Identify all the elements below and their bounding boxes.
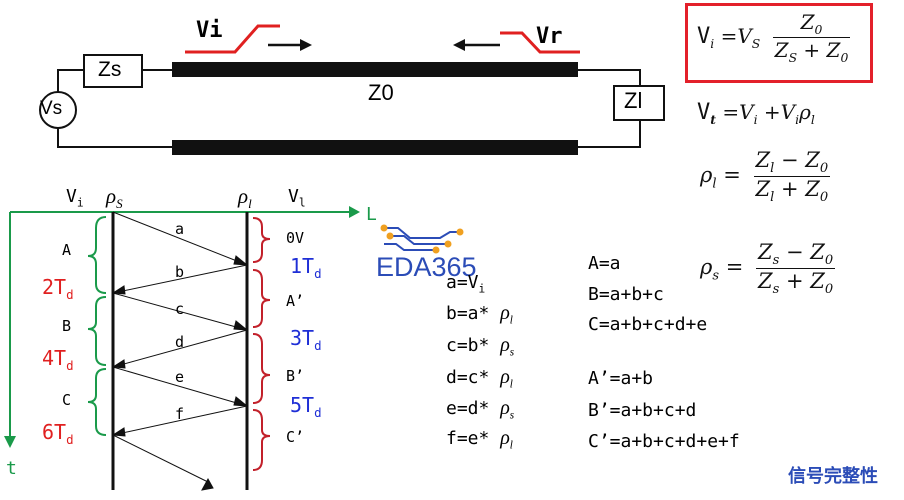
wave-label-e: e: [175, 368, 185, 386]
vs-circle: [39, 91, 77, 129]
wave-eq-d: d=c* ρl: [446, 366, 513, 391]
rho-l-formula: ρl = Zl − Z0 Zl + Z0: [700, 148, 831, 206]
wave-eq-c: c=b* ρs: [446, 334, 515, 359]
source-time-2td: 2Td: [42, 275, 74, 302]
vt-formula: Vt =Vi +Viρl: [697, 100, 815, 127]
t-axis-label: t: [6, 458, 17, 479]
load-label-a-prime: A’: [286, 292, 305, 310]
source-label-b: B: [62, 317, 72, 335]
l-axis-label: L: [366, 204, 377, 225]
source-label-a: A: [62, 241, 72, 259]
wave-label-c: c: [175, 300, 185, 318]
zl-label: Zl: [624, 88, 643, 113]
rho-s-formula: ρs = Zs − Z0 Zs + Z0: [700, 240, 836, 298]
wave-eq-f: f=e* ρl: [446, 427, 513, 452]
wave-label-b: b: [175, 263, 185, 281]
vs-label: Vs: [40, 98, 63, 119]
bounce-lines: [111, 211, 249, 491]
source-time-4td: 4Td: [42, 346, 74, 373]
brand-watermark: 信号完整性: [788, 466, 878, 487]
reflected-arrowhead: [453, 39, 465, 51]
zs-box: [83, 54, 143, 88]
source-label-c: C: [62, 391, 72, 409]
wave-eq-b: b=a* ρl: [446, 302, 513, 327]
load-wire-bottom: [578, 120, 641, 148]
load-label-b-prime: B’: [286, 367, 305, 385]
lattice-rho-s-header: ρS: [106, 184, 123, 212]
load-braces: [252, 217, 271, 471]
vi-formula: Vi =VS Z0 ZS + Z0: [697, 10, 851, 65]
load-wire-top: [578, 69, 641, 86]
sum-eq-c: C=a+b+c+d+e: [588, 314, 708, 335]
reflected-step-wave: [500, 31, 580, 54]
load-time-3td: 3Td: [290, 326, 322, 353]
sum-eq-a: A=a: [588, 253, 621, 274]
l-axis-arrowhead: [349, 206, 360, 218]
load-label-c-prime: C’: [286, 428, 305, 446]
bottom-conductor: [172, 140, 578, 155]
load-time-1td: 1Td: [290, 254, 322, 281]
wave-eq-a: a=Vi: [446, 272, 486, 296]
source-braces: [87, 216, 107, 436]
zs-label: Zs: [98, 58, 122, 81]
eda365-logo-graphic: [380, 224, 464, 254]
lattice-rho-l-header: ρl: [238, 184, 252, 212]
source-time-6td: 6Td: [42, 420, 74, 447]
lattice-vi-header: Vi: [66, 186, 84, 210]
sum-eq-c-prime: C’=a+b+c+d+e+f: [588, 431, 740, 452]
vr-wave-label: Vr: [536, 24, 563, 49]
z0-label: Z0: [368, 80, 394, 105]
load-time-5td: 5Td: [290, 393, 322, 420]
sum-eq-a-prime: A’=a+b: [588, 368, 654, 389]
t-axis-arrowhead: [4, 436, 16, 448]
wave-label-a: a: [175, 220, 185, 238]
wave-label-d: d: [175, 333, 185, 351]
load-label-0v: 0V: [286, 229, 305, 247]
sum-eq-b-prime: B’=a+b+c+d: [588, 400, 697, 421]
eda365-logo-text: EDA365: [376, 252, 477, 282]
wave-eq-e: e=d* ρs: [446, 397, 515, 422]
incident-arrowhead: [300, 39, 312, 51]
top-conductor: [172, 62, 578, 77]
vi-formula-box: [685, 3, 873, 83]
zl-box: [613, 85, 665, 121]
wave-label-f: f: [175, 405, 185, 423]
source-wire-bottom: [57, 128, 172, 148]
source-wire-left: [57, 69, 84, 92]
lattice-vl-header: Vl: [288, 186, 306, 210]
incident-step-wave: [185, 24, 280, 54]
sum-eq-b: B=a+b+c: [588, 284, 664, 305]
vi-wave-label: Vi: [196, 18, 223, 43]
